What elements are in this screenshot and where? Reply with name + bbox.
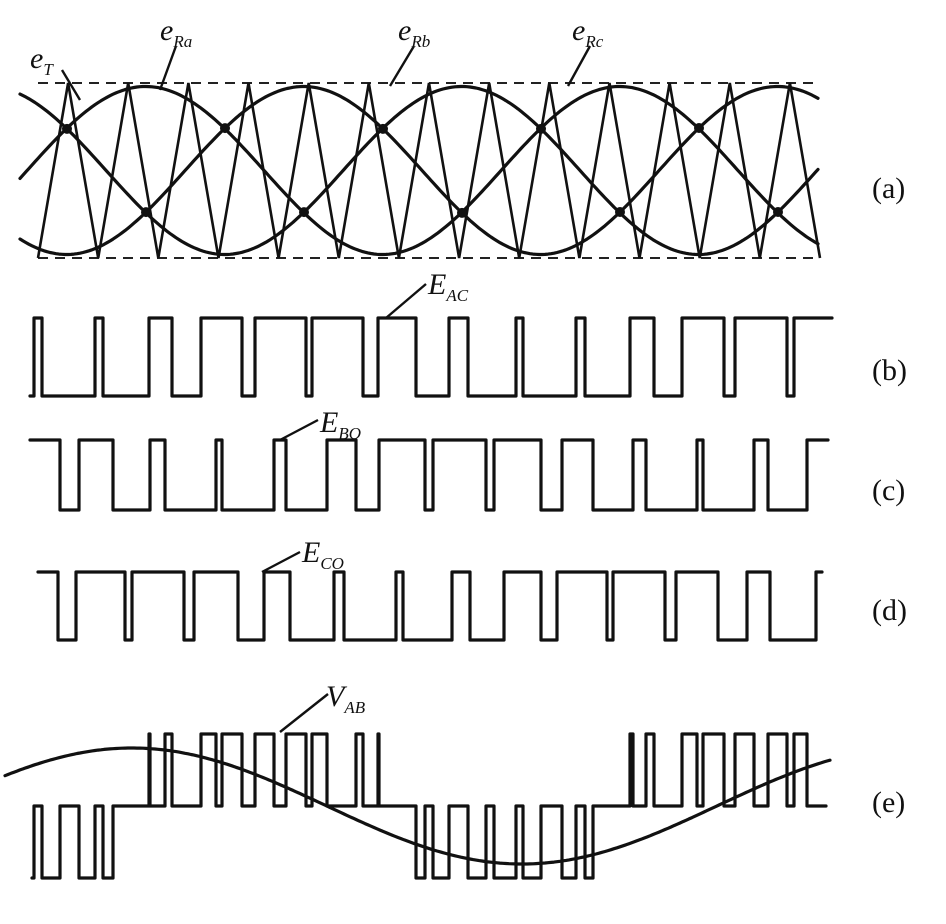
ref-c-leader [566,45,592,87]
crossing-dot [536,123,546,134]
eac-leader [385,283,427,319]
ebo-label: EBO [319,406,361,443]
reference-wave-c [18,84,820,257]
triangular-carrier [36,82,822,259]
panel-e: VAB (e) [3,680,905,880]
crossing-dot [141,207,151,218]
crossing-dot [299,207,309,218]
intersection-dots [62,123,783,218]
fundamental-sine [3,746,832,866]
reference-wave-b [18,84,820,257]
carrier-leader [60,69,82,101]
panel-c: EBO (c) [28,406,905,512]
pulse-train-eco [36,570,824,642]
eco-leader [261,550,301,574]
ref-a-label: eRa [160,14,192,51]
crossing-dot [378,123,388,134]
panel-b: EAC (b) [28,268,907,398]
eco-label: ECO [301,536,344,573]
panel-tag-a: (a) [872,172,905,205]
crossing-dot [615,207,625,217]
panel-d: ECO (d) [36,536,907,642]
panel-tag-e: (e) [872,786,905,819]
pulse-train-eac [28,316,834,398]
pulse-train-ebo [28,438,830,512]
crossing-dot [62,123,72,134]
eac-label: EAC [427,268,469,305]
ref-a-leader [158,45,178,91]
ref-b-label: eRb [398,14,430,51]
carrier-label: eT [30,42,54,79]
crossing-dot [457,207,467,218]
crossing-dot [773,207,783,217]
ebo-leader [279,418,319,442]
panel-tag-d: (d) [872,594,907,627]
line-voltage-vab [30,732,828,880]
crossing-dot [694,123,704,133]
vab-leader [279,693,329,733]
crossing-dot [220,123,230,134]
ref-b-leader [388,45,416,87]
panel-tag-b: (b) [872,354,907,387]
panel-tag-c: (c) [872,474,905,507]
panel-a: eT eRa eRb eRc (a) [18,14,905,259]
vab-label: VAB [326,680,366,717]
reference-wave-a [18,84,820,257]
ref-c-label: eRc [572,14,604,51]
